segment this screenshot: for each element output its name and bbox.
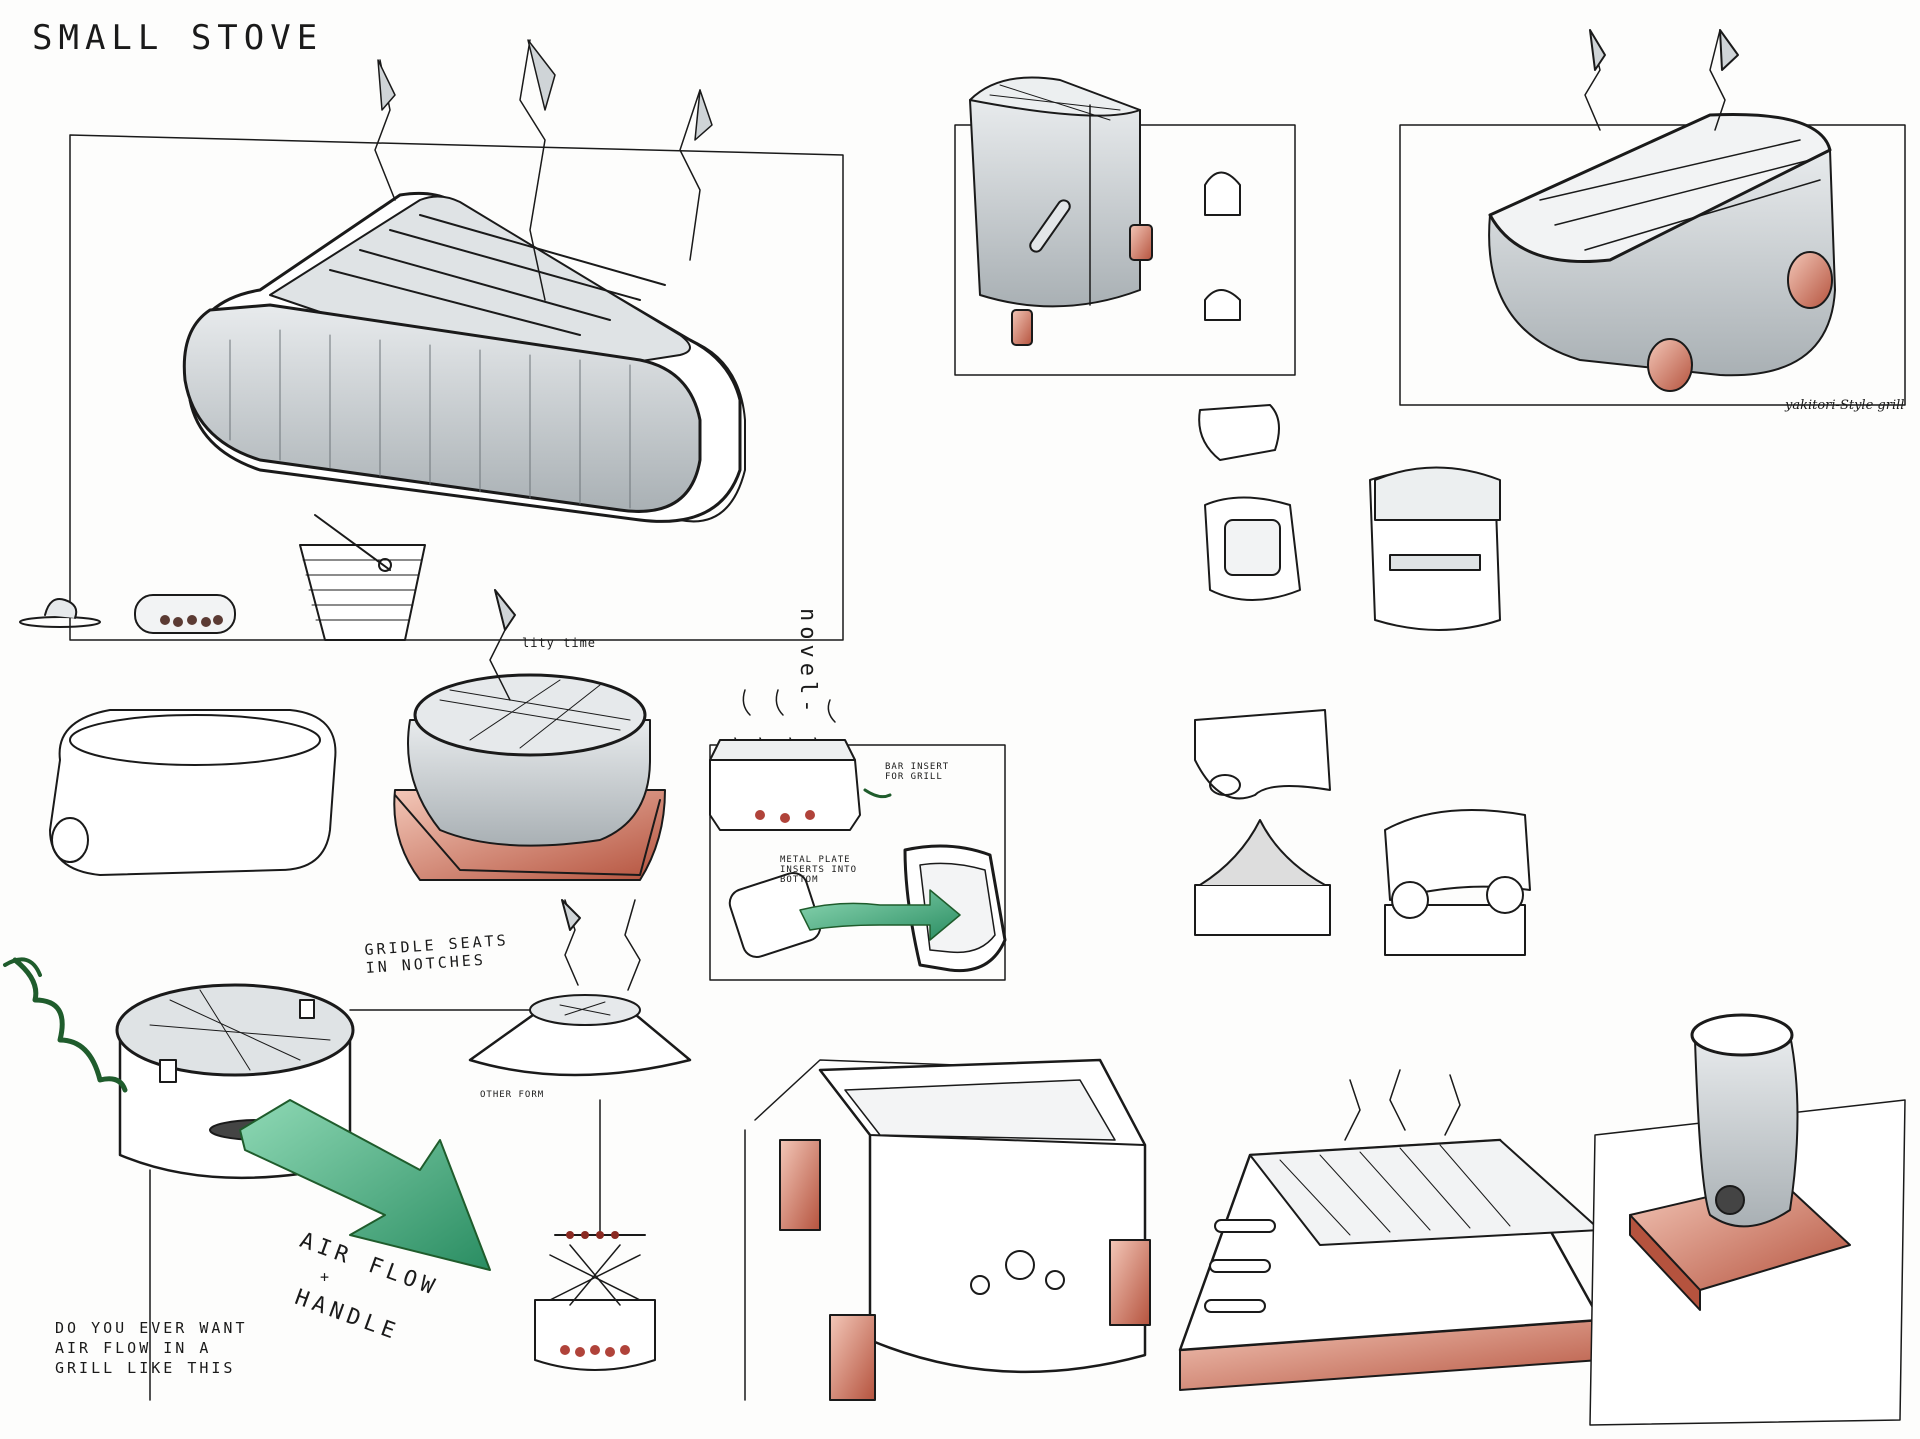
sketch-rounded-box (49, 709, 337, 876)
sheet-title: SMALL STOVE (32, 18, 324, 58)
sketch-food-icons (19, 514, 426, 641)
sketch-box-stove (744, 1058, 1151, 1401)
sketch-yakitori-grill (1399, 29, 1906, 406)
sketch-block-concepts (1194, 404, 1531, 956)
sketch-wedge-grill (1178, 1069, 1602, 1391)
yakitori-label: yakitori-Style grill (1785, 398, 1905, 413)
sketch-triangle-stove (954, 76, 1296, 376)
bar-insert-label: BAR INSERT FOR GRILL (885, 762, 950, 782)
novel-label: novel- (795, 608, 820, 718)
sketch-bar-insert-grill (709, 689, 1007, 981)
sketch-notched-cylinder (3, 957, 601, 1401)
sketch-skewer-basket (534, 1231, 656, 1371)
quality-time-label: lity time (522, 636, 597, 650)
sketch-bowl-stove (393, 589, 666, 881)
sketch-cone-stove (468, 899, 692, 1077)
airflow-question-label: DO YOU EVER WANT AIR FLOW IN A GRILL LIK… (55, 1319, 248, 1377)
sketch-cup-stove (1589, 1013, 1906, 1426)
metal-plate-label: METAL PLATE INSERTS INTO BOTTOM (780, 855, 858, 885)
sketch-rounded-stove (69, 39, 844, 641)
other-form-label: OTHER FORM (480, 1090, 545, 1100)
plus-label: + (320, 1268, 333, 1286)
